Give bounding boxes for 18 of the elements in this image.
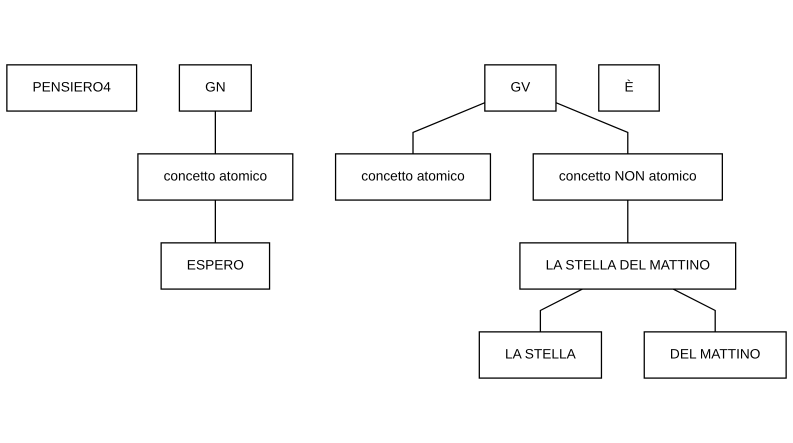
node-box: concetto atomico — [334, 153, 492, 201]
connector — [214, 200, 216, 243]
node-box: PENSIERO4 — [6, 64, 138, 112]
node-box: concetto NON atomico — [532, 153, 723, 201]
connector — [540, 288, 583, 332]
connector — [214, 111, 216, 154]
node-box: DEL MATTINO — [644, 331, 787, 379]
connector — [627, 200, 628, 243]
connector — [412, 102, 486, 154]
node-box: È — [598, 64, 660, 112]
node-box: concetto atomico — [137, 153, 294, 201]
node-box: GN — [178, 64, 252, 112]
connector — [672, 288, 716, 332]
connector — [556, 102, 628, 154]
node-box: LA STELLA — [478, 331, 602, 379]
node-box: LA STELLA DEL MATTINO — [519, 242, 736, 290]
node-box: ESPERO — [160, 242, 270, 290]
node-box: GV — [484, 64, 557, 112]
